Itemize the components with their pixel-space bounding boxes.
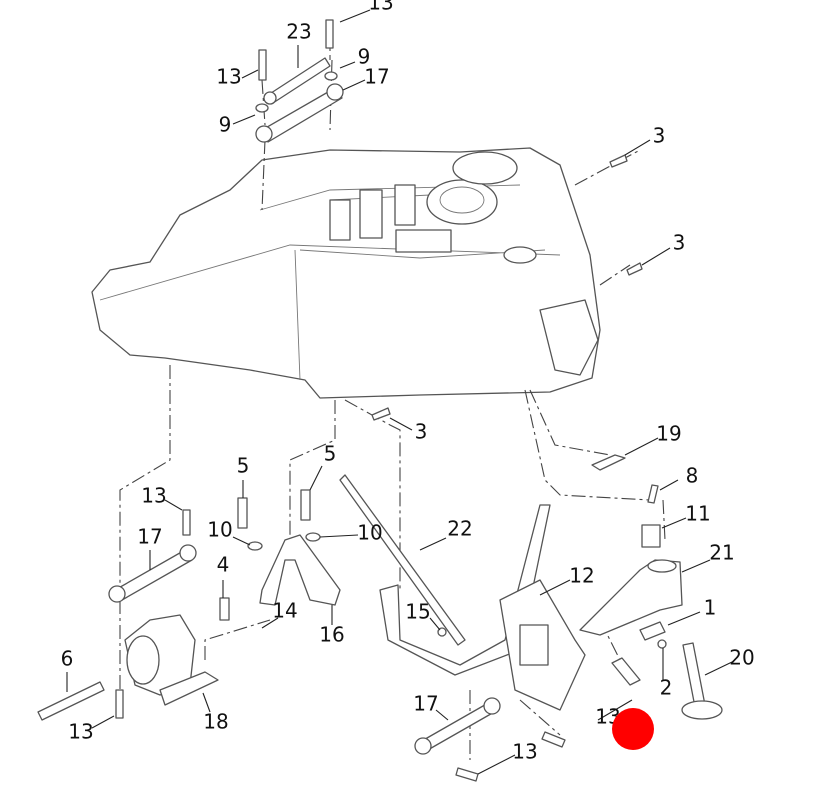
callout-6: 6 [61, 647, 74, 671]
callout-23: 23 [286, 20, 311, 44]
callout-4: 4 [217, 553, 230, 577]
callout-leaders [66, 9, 733, 775]
callout-2: 2 [660, 676, 673, 700]
callout-14: 14 [272, 599, 297, 623]
callout-3: 3 [653, 124, 666, 148]
callout-20: 20 [729, 646, 754, 670]
callout-17: 17 [413, 692, 438, 716]
callout-11: 11 [685, 502, 710, 526]
callout-21: 21 [709, 541, 734, 565]
main-frame [91, 147, 601, 399]
callout-12: 12 [569, 564, 594, 588]
callout-10: 10 [207, 518, 232, 542]
callout-15: 15 [405, 600, 430, 624]
callout-1: 1 [704, 596, 717, 620]
callout-22: 22 [447, 517, 472, 541]
callout-9: 9 [358, 45, 371, 69]
callout-9: 9 [219, 113, 232, 137]
callout-19: 19 [656, 422, 681, 446]
callout-3: 3 [673, 231, 686, 255]
callout-labels: 13 23 9 17 13 9 3 3 3 19 8 5 5 13 11 10 … [61, 0, 755, 764]
callout-13: 13 [68, 720, 93, 744]
callout-16: 16 [319, 623, 344, 647]
callout-18: 18 [203, 710, 228, 734]
callout-17: 17 [137, 525, 162, 549]
callout-10: 10 [357, 521, 382, 545]
red-marker-dot [612, 708, 654, 750]
callout-5: 5 [324, 442, 337, 466]
callout-3: 3 [415, 420, 428, 444]
callout-13: 13 [512, 740, 537, 764]
callout-13: 13 [368, 0, 393, 15]
callout-17: 17 [364, 65, 389, 89]
callout-8: 8 [686, 464, 699, 488]
callout-13: 13 [141, 484, 166, 508]
callout-13: 13 [216, 65, 241, 89]
callout-5: 5 [237, 454, 250, 478]
parts [37, 19, 723, 782]
